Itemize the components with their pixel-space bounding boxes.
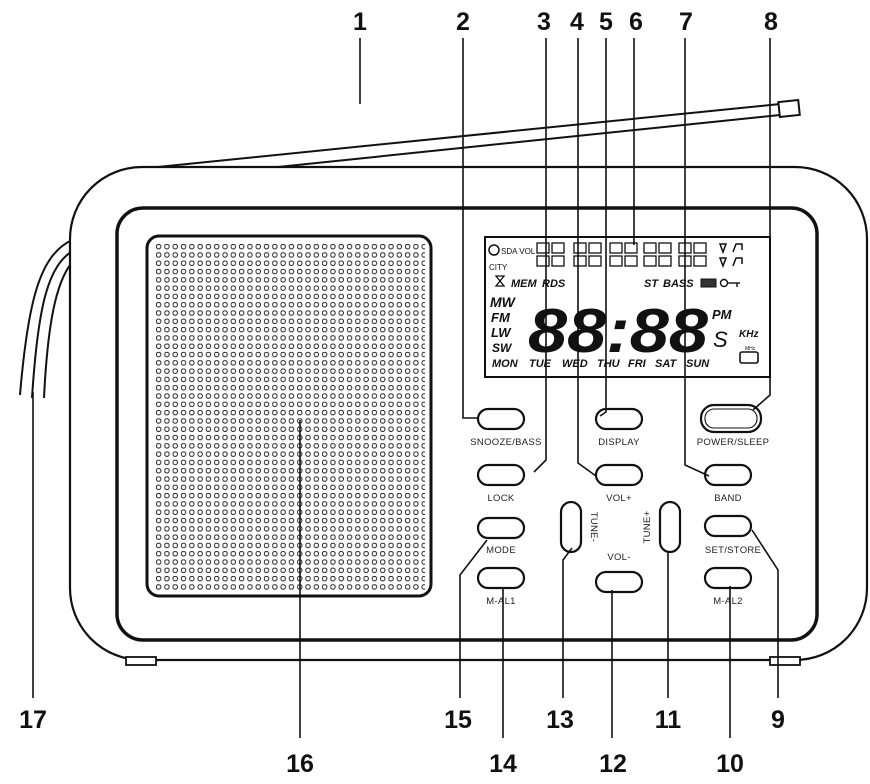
- lcd-day: FRI: [628, 358, 647, 370]
- m-al2-button[interactable]: M-AL2: [703, 566, 753, 607]
- lcd-bass: BASS: [663, 278, 694, 290]
- alarm-bell-icon: [718, 243, 743, 269]
- vol-down-label: VOL-: [607, 552, 630, 563]
- snooze-bass-button[interactable]: SNOOZE/BASS: [470, 407, 541, 448]
- lcd-sleep-s: S: [713, 327, 728, 352]
- power-sleep-label: POWER/SLEEP: [697, 437, 769, 448]
- vol-up-button[interactable]: VOL+: [594, 463, 644, 504]
- hourglass-icon: [494, 275, 506, 287]
- telescopic-antenna: [127, 98, 801, 171]
- battery-icon: [700, 278, 717, 288]
- lcd-pm: PM: [712, 307, 733, 322]
- speaker-holes: [154, 243, 425, 590]
- callout-15: 15: [444, 706, 472, 734]
- vol-up-label: VOL+: [606, 493, 632, 504]
- signal-box-icon: [739, 351, 759, 364]
- snooze-bass-label: SNOOZE/BASS: [470, 437, 541, 448]
- lcd-fm: FM: [491, 310, 511, 325]
- callout-16: 16: [286, 750, 314, 778]
- lcd-segment-row: [536, 242, 707, 267]
- lcd-sw: SW: [492, 341, 513, 355]
- tune-down-label: TUNE-: [588, 512, 599, 543]
- set-store-label: SET/STORE: [705, 545, 761, 556]
- callout-14: 14: [489, 750, 517, 778]
- set-store-button[interactable]: SET/STORE: [703, 514, 761, 556]
- lcd-city: CITY: [489, 263, 508, 272]
- callout-3: 3: [537, 8, 551, 36]
- lcd-day: MON: [492, 358, 519, 370]
- m-al1-label: M-AL1: [486, 596, 515, 607]
- display-label: DISPLAY: [598, 437, 640, 448]
- lcd-digits: 88:88: [528, 297, 709, 366]
- callout-5: 5: [599, 8, 613, 36]
- lock-label: LOCK: [487, 493, 514, 504]
- lock-button[interactable]: LOCK: [476, 463, 526, 504]
- wrist-strap: [19, 239, 77, 399]
- power-sleep-button[interactable]: POWER/SLEEP: [697, 403, 769, 448]
- lcd-mhz: MHz: [745, 346, 756, 352]
- lcd-day: THU: [597, 358, 621, 370]
- display-button[interactable]: DISPLAY: [594, 407, 644, 448]
- callout-4: 4: [570, 8, 584, 36]
- lcd-rds: RDS: [542, 278, 566, 290]
- lcd-day: SUN: [686, 358, 710, 370]
- alarm-clock-icon: [488, 244, 500, 256]
- callout-2: 2: [456, 8, 470, 36]
- lcd-mem: MEM: [511, 278, 538, 290]
- callout-8: 8: [764, 8, 778, 36]
- lcd-day: TUE: [529, 358, 552, 370]
- leader-lines: [32, 38, 779, 738]
- callout-17: 17: [19, 706, 47, 734]
- callout-12: 12: [599, 750, 627, 778]
- tune-down-button[interactable]: TUNE-: [559, 500, 599, 554]
- callout-10: 10: [716, 750, 744, 778]
- lcd-day: SAT: [655, 358, 677, 370]
- callout-numbers: 1 2 3 4 5 6 7 8 9 10 11 12 13 14 15 16 1…: [19, 8, 785, 778]
- lcd-day: WED: [562, 358, 588, 370]
- callout-1: 1: [353, 8, 367, 36]
- mode-label: MODE: [486, 545, 516, 556]
- callout-9: 9: [771, 706, 785, 734]
- callout-11: 11: [655, 706, 682, 734]
- vol-down-button[interactable]: VOL-: [594, 552, 644, 594]
- tune-up-button[interactable]: TUNE+: [642, 500, 682, 554]
- radio-foot-left: [125, 656, 157, 666]
- callout-7: 7: [679, 8, 693, 36]
- radio-foot-right: [769, 656, 801, 666]
- mode-button[interactable]: MODE: [476, 516, 526, 556]
- lcd-mw: MW: [490, 294, 517, 310]
- lcd-st: ST: [644, 278, 659, 290]
- tune-up-label: TUNE+: [642, 510, 653, 543]
- m-al2-label: M-AL2: [713, 596, 742, 607]
- lcd-sda-vol: SDA VOL: [501, 247, 536, 256]
- callout-6: 6: [629, 8, 643, 36]
- key-lock-icon: [719, 278, 740, 288]
- lcd-khz: KHz: [739, 329, 758, 340]
- band-label: BAND: [714, 493, 742, 504]
- callout-13: 13: [546, 706, 574, 734]
- lcd-display: SDA VOL CITY MEM RDS ST BASS MW: [484, 236, 771, 378]
- lcd-lw: LW: [491, 325, 512, 340]
- m-al1-button[interactable]: M-AL1: [476, 566, 526, 607]
